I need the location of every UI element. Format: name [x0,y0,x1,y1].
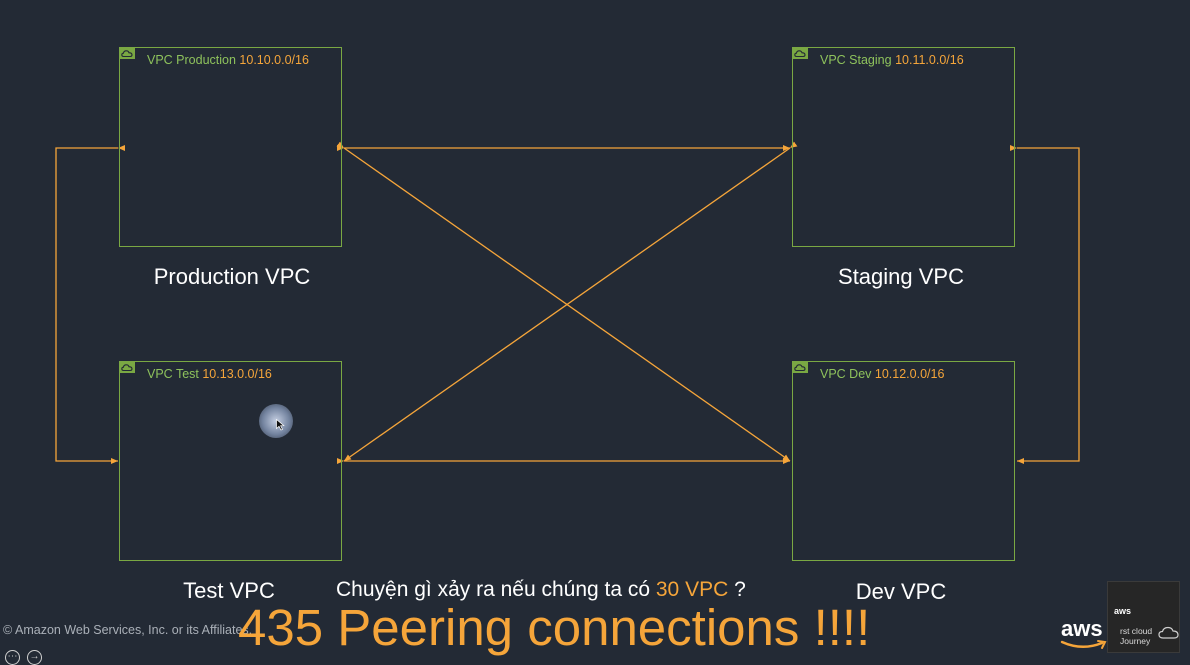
vpc-test-header: VPC Test 10.13.0.0/16 [147,367,272,381]
question-highlight: 30 VPC [655,578,729,601]
cursor-highlight [259,404,293,438]
cursor-icon [276,419,285,431]
question-text: Chuyện gì xảy ra nếu chúng ta có 30 VPC … [336,578,746,602]
next-arrow-button[interactable]: → [27,650,42,665]
vpc-production-name: VPC Production [147,53,236,67]
vpc-staging-box: VPC Staging 10.11.0.0/16 [792,47,1015,247]
vpc-dev-cidr: 10.12.0.0/16 [874,367,945,381]
question-before: Chuyện gì xảy ra nếu chúng ta có [336,578,656,601]
vpc-production-label: Production VPC [153,264,311,289]
cloud-icon [1158,626,1179,639]
vpc-test-name: VPC Test [147,367,199,381]
vpc-dev-label: Dev VPC [855,579,947,604]
vpc-production-cidr: 10.10.0.0/16 [239,53,309,67]
vpc-production-header: VPC Production 10.10.0.0/16 [147,53,309,67]
thumbnail-brand: aws [1114,606,1132,616]
vpc-staging-header: VPC Staging 10.11.0.0/16 [820,53,964,67]
presenter-thumbnail: aws rst cloud Journey [1107,581,1180,653]
thumbnail-text-line1: rst cloud [1120,626,1153,636]
vpc-dev-name: VPC Dev [820,367,872,381]
vpc-staging-cidr: 10.11.0.0/16 [895,53,964,67]
thumbnail-text-line2: Journey [1120,636,1151,646]
aws-smile-icon [1060,640,1107,649]
vpc-cloud-icon [120,362,135,373]
vpc-test-cidr: 10.13.0.0/16 [202,367,272,381]
link-staging-test [343,141,798,462]
link-staging-dev [1010,145,1080,464]
link-production-test [55,145,125,464]
vpc-test-label: Test VPC [183,578,275,603]
thumbnail-text: rst cloud Journey [1120,626,1152,646]
headline-text: 435 Peering connections !!!! [238,599,871,656]
question-after: ? [728,578,746,601]
vpc-production-box: VPC Production 10.10.0.0/16 [119,47,342,247]
copyright-text: © Amazon Web Services, Inc. or its Affil… [3,623,253,637]
vpc-cloud-icon [793,48,808,59]
vpc-staging-name: VPC Staging [820,53,892,67]
aws-logo: aws [1061,616,1103,641]
vpc-dev-header: VPC Dev 10.12.0.0/16 [820,367,944,381]
vpc-cloud-icon [120,48,135,59]
vpc-cloud-icon [793,362,808,373]
more-options-button[interactable]: ⋯ [5,650,20,665]
vpc-staging-label: Staging VPC [838,264,964,289]
vpc-test-box: VPC Test 10.13.0.0/16 [119,361,342,561]
vpc-dev-box: VPC Dev 10.12.0.0/16 [792,361,1015,561]
